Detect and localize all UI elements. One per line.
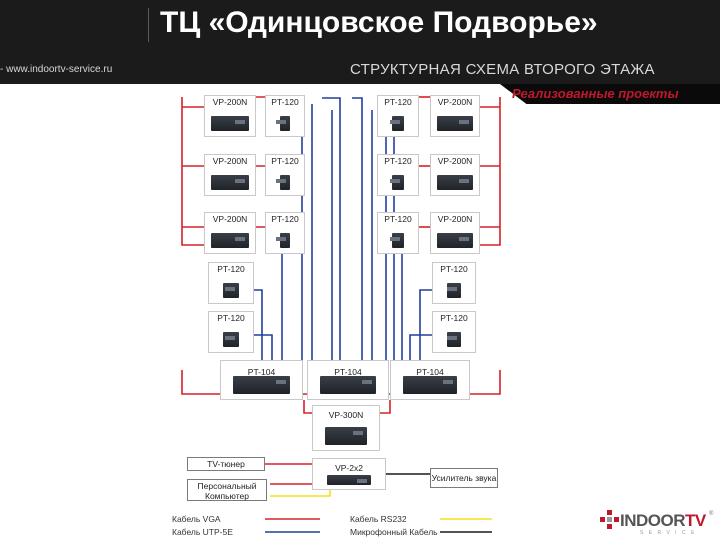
logo-trademark: ® [709, 511, 714, 517]
page-title: ТЦ «Одинцовское Подворье» [160, 6, 598, 39]
vga-cable [470, 370, 501, 395]
pt120-device[interactable]: PT-120 [377, 212, 419, 254]
device-label: PT-120 [440, 313, 468, 323]
device-unit [276, 116, 290, 131]
pt120-device[interactable]: PT-120 [432, 262, 476, 304]
device-unit [390, 116, 404, 131]
pt120-device[interactable]: PT-120 [265, 212, 305, 254]
device-label: VP-200N [437, 156, 473, 166]
pt120-device[interactable]: PT-120 [265, 154, 305, 196]
legend-rs232-label: Кабель RS232 [350, 514, 407, 524]
device-unit [276, 175, 290, 190]
device-label: VP-200N [437, 214, 473, 224]
device-unit [390, 175, 404, 190]
device-label: VP-200N [437, 97, 473, 107]
device-unit [327, 475, 371, 485]
device-label: PT-120 [384, 156, 412, 166]
diagram-subtitle: СТРУКТУРНАЯ СХЕМА ВТОРОГО ЭТАЖА [350, 61, 655, 78]
pt120-device[interactable]: PT-120 [377, 154, 419, 196]
amplifier-box[interactable]: Усилитель звука [430, 468, 498, 488]
device-label: VP-300N [328, 410, 364, 420]
device-unit [211, 116, 249, 131]
pt104-device[interactable]: PT-104 [390, 360, 470, 400]
vp200n-device[interactable]: VP-200N [430, 154, 480, 196]
header-bar [0, 0, 720, 84]
device-unit [211, 233, 249, 248]
device-unit [223, 332, 239, 347]
vp200n-device[interactable]: VP-200N [430, 95, 480, 137]
vp300n-device[interactable]: VP-300N [312, 405, 380, 451]
device-unit [403, 376, 457, 394]
vp200n-device[interactable]: VP-200N [430, 212, 480, 254]
pt104-device[interactable]: PT-104 [220, 360, 303, 400]
pt120-device[interactable]: PT-120 [377, 95, 419, 137]
pt120-device[interactable]: PT-120 [208, 262, 254, 304]
vga-cable [380, 400, 391, 414]
website-prefix: - [0, 64, 7, 75]
device-unit [437, 233, 473, 248]
device-unit [320, 376, 376, 394]
device-unit [447, 283, 461, 298]
device-label: PT-104 [334, 367, 362, 377]
pc-box[interactable]: Персональный Компьютер [187, 479, 267, 501]
vp200n-device[interactable]: VP-200N [204, 154, 256, 196]
device-unit [223, 283, 239, 298]
device-unit [233, 376, 290, 394]
logo-brand-main: INDOOR [620, 511, 686, 530]
device-label: PT-120 [217, 264, 245, 274]
device-label: PT-104 [416, 367, 444, 377]
device-unit [437, 175, 473, 190]
utp-cable [352, 97, 363, 360]
pt120-device[interactable]: PT-120 [208, 311, 254, 353]
vp2x2-device[interactable]: VP-2x2 [312, 458, 386, 490]
pt104-device[interactable]: PT-104 [307, 360, 389, 400]
device-unit [390, 233, 404, 248]
vga-cable [181, 370, 220, 395]
projects-banner [500, 84, 720, 104]
device-label: VP-200N [212, 156, 248, 166]
vga-cable [181, 97, 204, 246]
device-unit [325, 427, 367, 445]
vga-cable [476, 97, 501, 246]
vp200n-device[interactable]: VP-200N [204, 95, 256, 137]
legend-utp-label: Кабель UTP-5E [172, 527, 233, 537]
tv-tuner-box[interactable]: TV-тюнер [187, 457, 265, 471]
pt120-device[interactable]: PT-120 [265, 95, 305, 137]
device-label: PT-120 [271, 214, 299, 224]
device-label: PT-104 [247, 367, 276, 377]
projects-banner-label[interactable]: Реализованные проекты [512, 86, 679, 101]
website-link[interactable]: - www.indoortv-service.ru [0, 64, 112, 75]
device-label: PT-120 [271, 156, 299, 166]
utp-cable [409, 334, 440, 360]
indoortv-logo-icon [600, 510, 619, 529]
device-unit [276, 233, 290, 248]
pt120-device[interactable]: PT-120 [432, 311, 476, 353]
website-url: www.indoortv-service.ru [6, 64, 113, 75]
device-label: VP-200N [212, 97, 248, 107]
vp200n-device[interactable]: VP-200N [204, 212, 256, 254]
device-label: VP-2x2 [335, 463, 363, 473]
device-label: PT-120 [271, 97, 299, 107]
utp-cable [322, 97, 341, 360]
logo-tagline: S E R V I C E [640, 530, 697, 536]
legend-mic-label: Микрофонный Кабель [350, 527, 438, 537]
header-divider [148, 8, 149, 42]
device-label: PT-120 [440, 264, 468, 274]
device-label: PT-120 [217, 313, 245, 323]
device-unit [211, 175, 249, 190]
device-label: PT-120 [384, 97, 412, 107]
legend-vga-label: Кабель VGA [172, 514, 221, 524]
utp-cables [240, 97, 440, 533]
mic-cables [385, 473, 492, 533]
logo-brand-accent: TV [685, 511, 706, 530]
device-unit [447, 332, 461, 347]
logo-wordmark: INDOORTV [620, 511, 706, 531]
vga-cable [303, 400, 312, 414]
device-unit [437, 116, 473, 131]
device-label: VP-200N [212, 214, 248, 224]
device-label: PT-120 [384, 214, 412, 224]
